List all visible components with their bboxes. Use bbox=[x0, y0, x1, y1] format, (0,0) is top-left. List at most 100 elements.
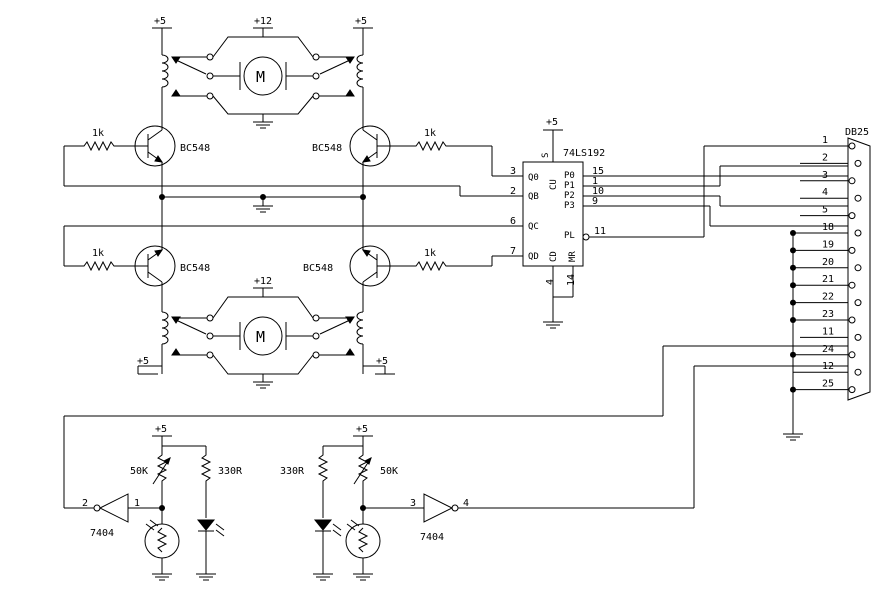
resistor bbox=[404, 140, 492, 152]
motor bbox=[243, 316, 283, 356]
db25-pin bbox=[848, 351, 856, 359]
db25-pin-number: 24 bbox=[822, 344, 834, 355]
ic-pin-name: QC bbox=[528, 222, 539, 232]
ic-inner-cu: CU bbox=[549, 179, 559, 190]
db25-pin-number: 11 bbox=[822, 326, 834, 337]
db25-pin-number: 19 bbox=[822, 239, 834, 250]
db25-pin bbox=[848, 212, 856, 220]
ic-pin-number: 7 bbox=[510, 246, 516, 257]
ic-pin-number: 11 bbox=[594, 226, 606, 237]
led bbox=[313, 519, 333, 531]
ic-inner-s: S bbox=[541, 153, 551, 158]
inverter-gate bbox=[423, 493, 454, 523]
ic-pin-number: 2 bbox=[510, 186, 516, 197]
supply-label: +5 bbox=[546, 117, 558, 128]
phototransistor bbox=[345, 523, 381, 559]
ic-pin-number: 1 bbox=[592, 176, 598, 187]
ic-inner-cd: CD bbox=[549, 251, 559, 262]
gate-pin-number: 1 bbox=[134, 498, 140, 509]
transistor-label: BC548 bbox=[312, 143, 342, 154]
supply-label: +5 bbox=[137, 356, 149, 367]
resistor-label: 330R bbox=[218, 466, 243, 477]
resistor-label: 1k bbox=[92, 128, 104, 139]
supply-label: +12 bbox=[254, 16, 272, 27]
db25-pin bbox=[848, 246, 856, 254]
supply-label: +5 bbox=[154, 16, 166, 27]
db25-pin-number: 2 bbox=[822, 152, 828, 163]
db25-pin-number: 20 bbox=[822, 257, 834, 268]
ic-label: 74LS192 bbox=[563, 148, 605, 159]
ic-pin-name: P2 bbox=[564, 191, 575, 201]
bottom-h-bridge: BC548 1k BC548 1k +5 +5 bbox=[63, 225, 523, 389]
ic-pin-number: 14 bbox=[566, 274, 577, 286]
resistor bbox=[200, 446, 212, 518]
motor-label: M bbox=[256, 328, 265, 346]
resistor-label: 1k bbox=[424, 128, 436, 139]
supply-label: +5 bbox=[355, 16, 367, 27]
gate-pin-number: 2 bbox=[82, 498, 88, 509]
junction-dot bbox=[790, 230, 796, 236]
db25-pin bbox=[848, 281, 856, 289]
relay-coil bbox=[356, 311, 364, 345]
ic-pin-number: 15 bbox=[592, 166, 604, 177]
resistor bbox=[317, 446, 329, 518]
ic-pin-name: QD bbox=[528, 252, 539, 262]
supply-label: +5 bbox=[376, 356, 388, 367]
potentiometer bbox=[357, 446, 369, 508]
resistor-label: 1k bbox=[424, 248, 436, 259]
relay-coil bbox=[356, 54, 364, 88]
db25-pin-number: 1 bbox=[822, 135, 828, 146]
db25-pin-number: 21 bbox=[822, 274, 834, 285]
supply-label: +5 bbox=[155, 424, 167, 435]
db25-pin-number: 5 bbox=[822, 205, 828, 216]
counter-ic: +5 74LS192 S CU CD MR 3 Q0 2 QB 6 QC 7 Q… bbox=[510, 117, 848, 329]
db25-pin bbox=[854, 159, 862, 167]
db25-pin-number: 12 bbox=[822, 361, 834, 372]
top-h-bridge: +5 +5 +12 M bbox=[63, 16, 523, 197]
ic-pin-name: P3 bbox=[564, 201, 575, 211]
inverter-gate bbox=[98, 493, 129, 523]
resistor bbox=[64, 140, 126, 152]
ic-pin-name: P1 bbox=[564, 181, 575, 191]
ic-pin-number: 3 bbox=[510, 166, 516, 177]
motor bbox=[243, 56, 283, 96]
resistor-label: 50K bbox=[380, 466, 398, 477]
gate-label: 7404 bbox=[90, 528, 114, 539]
resistor-label: 50K bbox=[130, 466, 148, 477]
ic-pin-name: QB bbox=[528, 192, 539, 202]
gate-label: 7404 bbox=[420, 532, 444, 543]
db25-pin bbox=[854, 194, 862, 202]
ic-inner-mr: MR bbox=[568, 251, 578, 262]
ic-pin-number: 6 bbox=[510, 216, 516, 227]
transistor-label: BC548 bbox=[303, 263, 333, 274]
ic-pin-number: 4 bbox=[545, 279, 556, 285]
db25-pin bbox=[848, 142, 856, 150]
resistor-label: 330R bbox=[280, 466, 305, 477]
ic-pin-number: 9 bbox=[592, 196, 598, 207]
potentiometer bbox=[156, 446, 168, 508]
connector-label: DB25 bbox=[845, 127, 869, 138]
db25-pin bbox=[854, 368, 862, 376]
db25-shell bbox=[847, 137, 871, 401]
db25-pin-number: 18 bbox=[822, 222, 834, 233]
db25-pin bbox=[848, 177, 856, 185]
motor-label: M bbox=[256, 68, 265, 86]
relay-coil bbox=[161, 311, 169, 345]
resistor bbox=[64, 260, 126, 272]
db25-pin bbox=[854, 229, 862, 237]
left-opto-sensor: +5 50K 330R 1 2 7404 bbox=[63, 345, 848, 581]
db25-pin bbox=[854, 299, 862, 307]
db25-pin bbox=[854, 264, 862, 272]
db25-pin-number: 4 bbox=[822, 187, 828, 198]
resistor-label: 1k bbox=[92, 248, 104, 259]
db25-pin-number: 3 bbox=[822, 170, 828, 181]
led bbox=[196, 519, 216, 531]
gate-pin-number: 3 bbox=[410, 498, 416, 509]
db25-pin-number: 25 bbox=[822, 379, 834, 390]
transistor-label: BC548 bbox=[180, 143, 210, 154]
db25-pin bbox=[848, 316, 856, 324]
db25-pin bbox=[848, 386, 856, 394]
ic-pin-name: P0 bbox=[564, 171, 575, 181]
